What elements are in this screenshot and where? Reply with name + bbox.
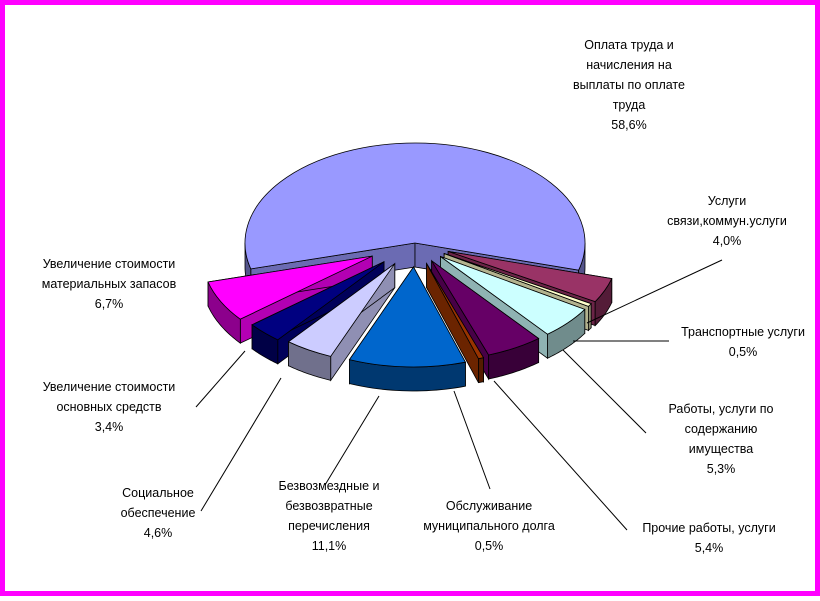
leader-line-5 bbox=[453, 390, 491, 490]
slice-label-line-3-2: имущества bbox=[689, 442, 754, 456]
slice-6 bbox=[348, 266, 467, 368]
slice-value-0: 58,6% bbox=[611, 118, 646, 132]
slice-9 bbox=[207, 255, 373, 320]
slice-label-6: Безвозмездные и безвозвратные перечисления… bbox=[279, 479, 380, 553]
slice-1 bbox=[448, 251, 613, 303]
slice-label-1: Услуги связи,коммун.услуги 4,0% bbox=[667, 194, 787, 248]
slice-label-line-5-0: Обслуживание bbox=[446, 499, 532, 513]
slice-value-9: 6,7% bbox=[95, 297, 124, 311]
slice-label-line-0-3: труда bbox=[613, 98, 646, 112]
slice-label-4: Прочие работы, услуги 5,4% bbox=[642, 521, 775, 555]
leader-line-4 bbox=[493, 380, 628, 531]
slice-3 bbox=[440, 256, 586, 335]
slice-label-3: Работы, услуги по содержанию имущества 5,3% bbox=[668, 402, 773, 476]
slice-label-line-7-0: Социальное bbox=[122, 486, 194, 500]
slice-label-line-8-1: основных средств bbox=[56, 400, 161, 414]
leader-lines bbox=[195, 259, 723, 531]
slice-2 bbox=[443, 253, 592, 307]
leader-line-3 bbox=[562, 349, 647, 434]
slice-value-2: 0,5% bbox=[729, 345, 758, 359]
slice-value-6: 11,1% bbox=[312, 539, 347, 553]
slice-label-line-3-0: Работы, услуги по bbox=[668, 402, 773, 416]
leader-line-1 bbox=[586, 259, 723, 324]
slice-label-line-0-1: начисления на bbox=[586, 58, 672, 72]
slice-4 bbox=[431, 260, 540, 356]
leader-line-6 bbox=[324, 395, 380, 486]
slice-label-line-1-1: связи,коммун.услуги bbox=[667, 214, 787, 228]
slice-label-line-0-0: Оплата труда и bbox=[584, 38, 674, 52]
slice-label-line-6-2: перечисления bbox=[288, 519, 370, 533]
slice-value-5: 0,5% bbox=[475, 539, 504, 553]
slice-value-7: 4,6% bbox=[144, 526, 173, 540]
slice-label-5: Обслуживание муниципального долга 0,5% bbox=[423, 499, 555, 553]
slice-labels: Оплата труда и начисления на выплаты по оп… bbox=[42, 38, 805, 555]
slice-label-line-7-1: обеспечение bbox=[121, 506, 196, 520]
slice-label-line-9-1: материальных запасов bbox=[42, 277, 177, 291]
slice-7 bbox=[287, 263, 396, 357]
slice-side-2-0 bbox=[588, 302, 592, 332]
slice-value-8: 3,4% bbox=[95, 420, 124, 434]
slice-8 bbox=[251, 261, 385, 341]
slice-label-line-3-1: содержанию bbox=[685, 422, 758, 436]
pie-chart: Оплата труда и начисления на выплаты по оп… bbox=[42, 38, 805, 555]
slice-value-4: 5,4% bbox=[695, 541, 724, 555]
slice-label-8: Увеличение стоимости основных средств 3,4% bbox=[43, 380, 176, 434]
leader-line-8 bbox=[195, 350, 246, 408]
slice-label-7: Социальное обеспечение 4,6% bbox=[121, 486, 196, 540]
slice-label-line-1-0: Услуги bbox=[708, 194, 746, 208]
slice-label-9: Увеличение стоимости материальных запасов… bbox=[42, 257, 177, 311]
slice-side-5-0 bbox=[478, 357, 484, 384]
slice-label-line-2-0: Транспортные услуги bbox=[681, 325, 805, 339]
leader-line-7 bbox=[200, 377, 282, 512]
slice-label-line-4-0: Прочие работы, услуги bbox=[642, 521, 775, 535]
slice-5 bbox=[426, 263, 485, 360]
pie-tops bbox=[207, 142, 613, 368]
slice-label-line-8-0: Увеличение стоимости bbox=[43, 380, 176, 394]
slice-label-line-0-2: выплаты по оплате bbox=[573, 78, 685, 92]
slice-label-line-6-0: Безвозмездные и bbox=[279, 479, 380, 493]
slice-label-line-5-1: муниципального долга bbox=[423, 519, 555, 533]
slice-value-1: 4,0% bbox=[713, 234, 742, 248]
slice-label-line-9-0: Увеличение стоимости bbox=[43, 257, 176, 271]
slice-value-3: 5,3% bbox=[707, 462, 736, 476]
slice-label-2: Транспортные услуги 0,5% bbox=[681, 325, 805, 359]
slice-0 bbox=[244, 142, 586, 271]
slice-label-line-6-1: безвозвратные bbox=[285, 499, 372, 513]
slice-label-0: Оплата труда и начисления на выплаты по оп… bbox=[573, 38, 685, 132]
